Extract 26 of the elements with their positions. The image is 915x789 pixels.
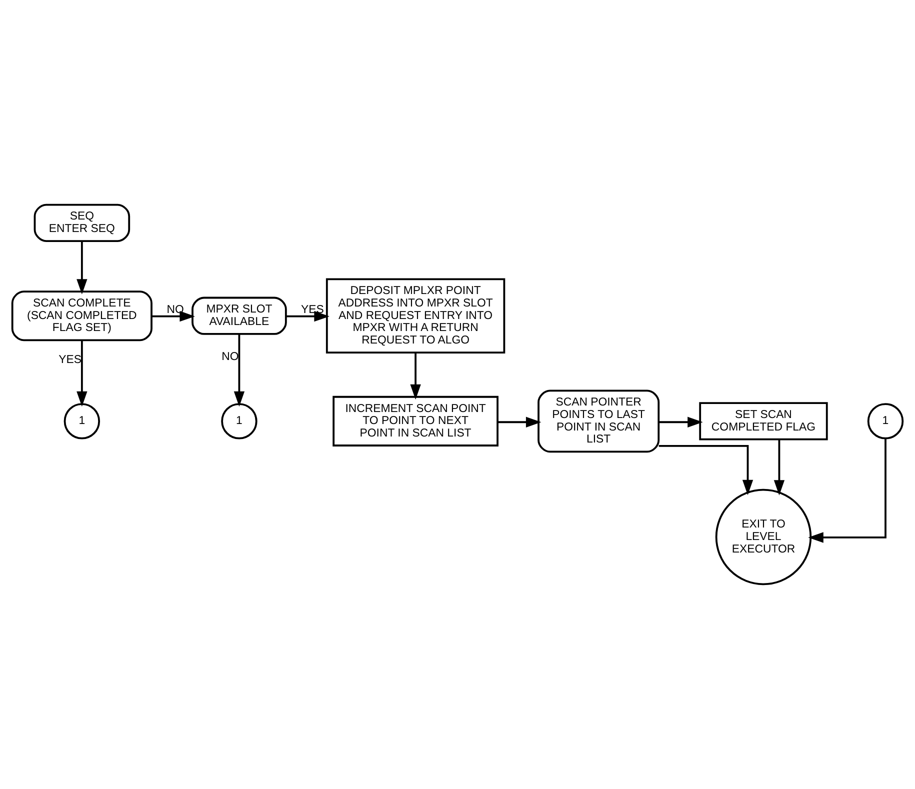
arrow bbox=[658, 445, 754, 496]
edge-label: YES bbox=[58, 354, 82, 366]
node-circle: 1 bbox=[221, 403, 258, 440]
arrow bbox=[410, 352, 421, 400]
node-box: SEQ ENTER SEQ bbox=[34, 204, 130, 242]
node-box: INCREMENT SCAN POINT TO POINT TO NEXT POINT IN SCAN LIST bbox=[332, 396, 498, 446]
node-box: SET SCAN COMPLETED FLAG bbox=[699, 402, 828, 440]
arrow bbox=[774, 440, 785, 496]
arrow bbox=[286, 310, 330, 322]
edge-label: YES bbox=[301, 304, 324, 316]
arrow bbox=[76, 340, 88, 407]
arrow bbox=[76, 241, 88, 294]
edge-label: NO bbox=[166, 304, 184, 316]
arrow bbox=[808, 438, 886, 543]
node-circle: 1 bbox=[867, 403, 904, 440]
node-box: DEPOSIT MPLXR POINT ADDRESS INTO MPXR SLOT AND REQUEST ENTRY INTO MPXR WITH A RETURN REQUEST TO ALGO bbox=[326, 278, 506, 354]
arrow bbox=[234, 334, 245, 407]
node-box: MPXR SLOT AVAILABLE bbox=[192, 296, 287, 335]
arrow bbox=[498, 416, 542, 428]
arrow bbox=[659, 416, 703, 428]
edge-label: NO bbox=[222, 351, 239, 364]
arrow bbox=[152, 310, 195, 322]
node-box: SCAN COMPLETE (SCAN COMPLETED FLAG SET) bbox=[11, 290, 152, 342]
node-circle: EXIT TO LEVEL EXECUTOR bbox=[715, 488, 812, 586]
node-circle: 1 bbox=[64, 403, 100, 440]
node-box: SCAN POINTER POINTS TO LAST POINT IN SCAN LIST bbox=[538, 390, 660, 453]
